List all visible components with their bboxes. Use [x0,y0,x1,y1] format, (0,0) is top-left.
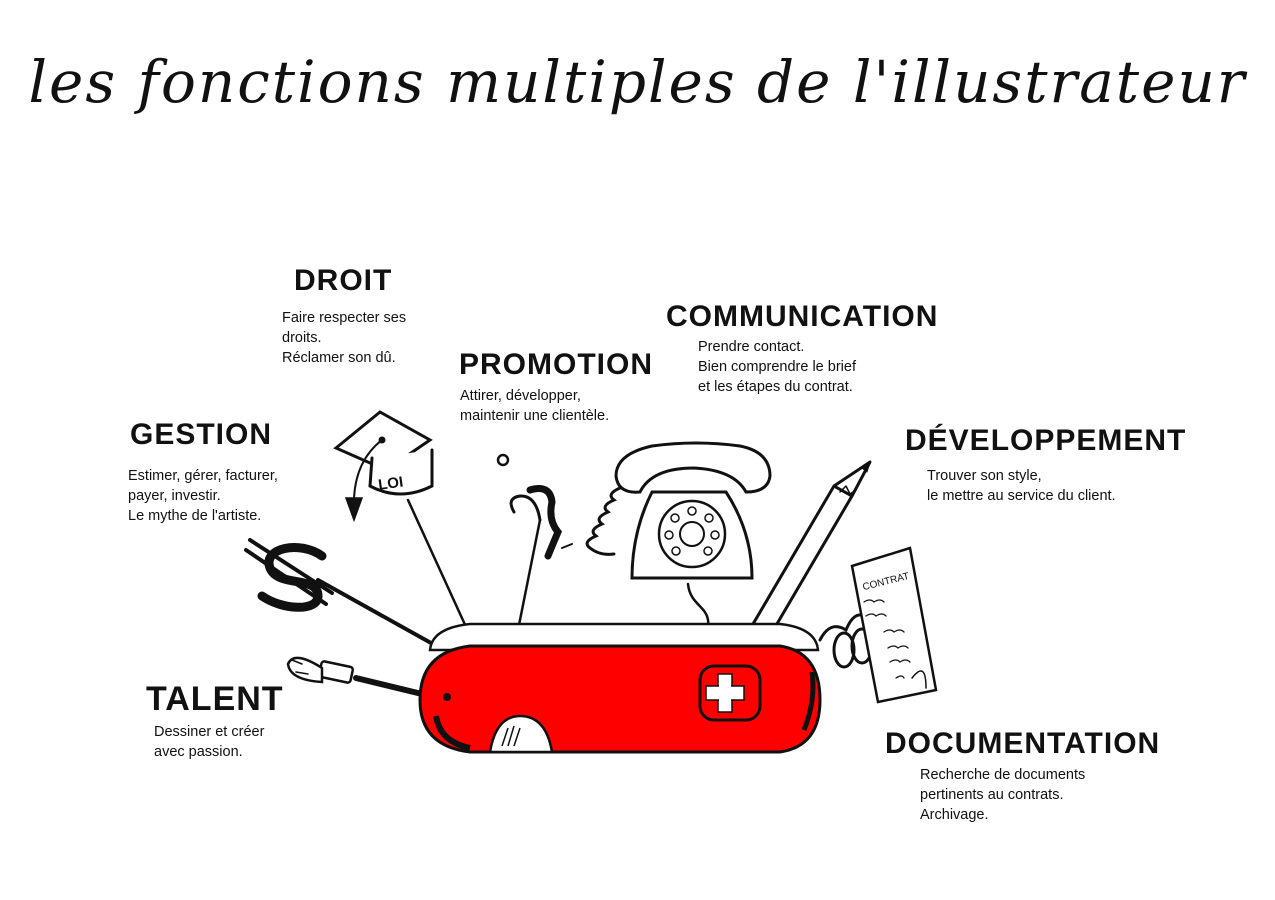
desc-line: Bien comprendre le brief [698,359,856,375]
desc-line: Réclamer son dû. [282,350,396,366]
desc-line: Le mythe de l'artiste. [128,508,262,524]
telephone-icon [585,441,772,642]
desc-line: avec passion. [154,744,243,760]
desc-line: Attirer, développer, [460,388,581,404]
desc-gestion: Estimer, gérer, facturer, payer, investi… [128,466,278,526]
heading-developpement: DÉVELOPPEMENT [905,424,1187,457]
heading-droit: DROIT [294,264,393,297]
desc-line: Prendre contact. [698,339,805,355]
desc-line: et les étapes du contrat. [698,379,853,395]
desc-line: Recherche de documents [920,767,1086,783]
desc-line: pertinents au contrats. [920,787,1064,803]
paintbrush-icon [286,656,425,697]
desc-line: payer, investir. [128,488,221,504]
desc-line: Archivage. [920,807,989,823]
fishing-hook-worm-icon [496,453,573,642]
graduation-cap-icon: LOI [333,410,474,642]
contract-document-icon: CONTRAT [818,546,938,704]
heading-gestion: GESTION [130,418,273,451]
heading-talent: TALENT [146,680,284,718]
cap-label: LOI [377,474,404,494]
desc-droit: Faire respecter ses droits. Réclamer son… [282,308,406,368]
dollar-sign-icon [244,538,442,650]
desc-documentation: Recherche de documents pertinents au con… [920,765,1085,825]
page-title: les fonctions multiples de l'illustrateu… [28,48,1247,116]
desc-promotion: Attirer, développer, maintenir une clien… [460,386,609,426]
desc-line: Dessiner et créer [154,724,265,740]
heading-communication: COMMUNICATION [666,300,939,333]
desc-developpement: Trouver son style, le mettre au service … [927,466,1116,506]
desc-line: Faire respecter ses [282,310,407,326]
desc-line: le mettre au service du client. [927,488,1116,504]
desc-line: Estimer, gérer, facturer, [128,468,278,484]
desc-line: droits. [282,330,322,346]
desc-talent: Dessiner et créer avec passion. [154,722,264,762]
desc-line: maintenir une clientèle. [460,408,610,424]
swiss-cross-icon [698,664,762,722]
heading-documentation: DOCUMENTATION [885,727,1161,760]
desc-line: Trouver son style, [927,468,1042,484]
heading-promotion: PROMOTION [459,348,653,381]
desc-communication: Prendre contact. Bien comprendre le brie… [698,337,856,397]
